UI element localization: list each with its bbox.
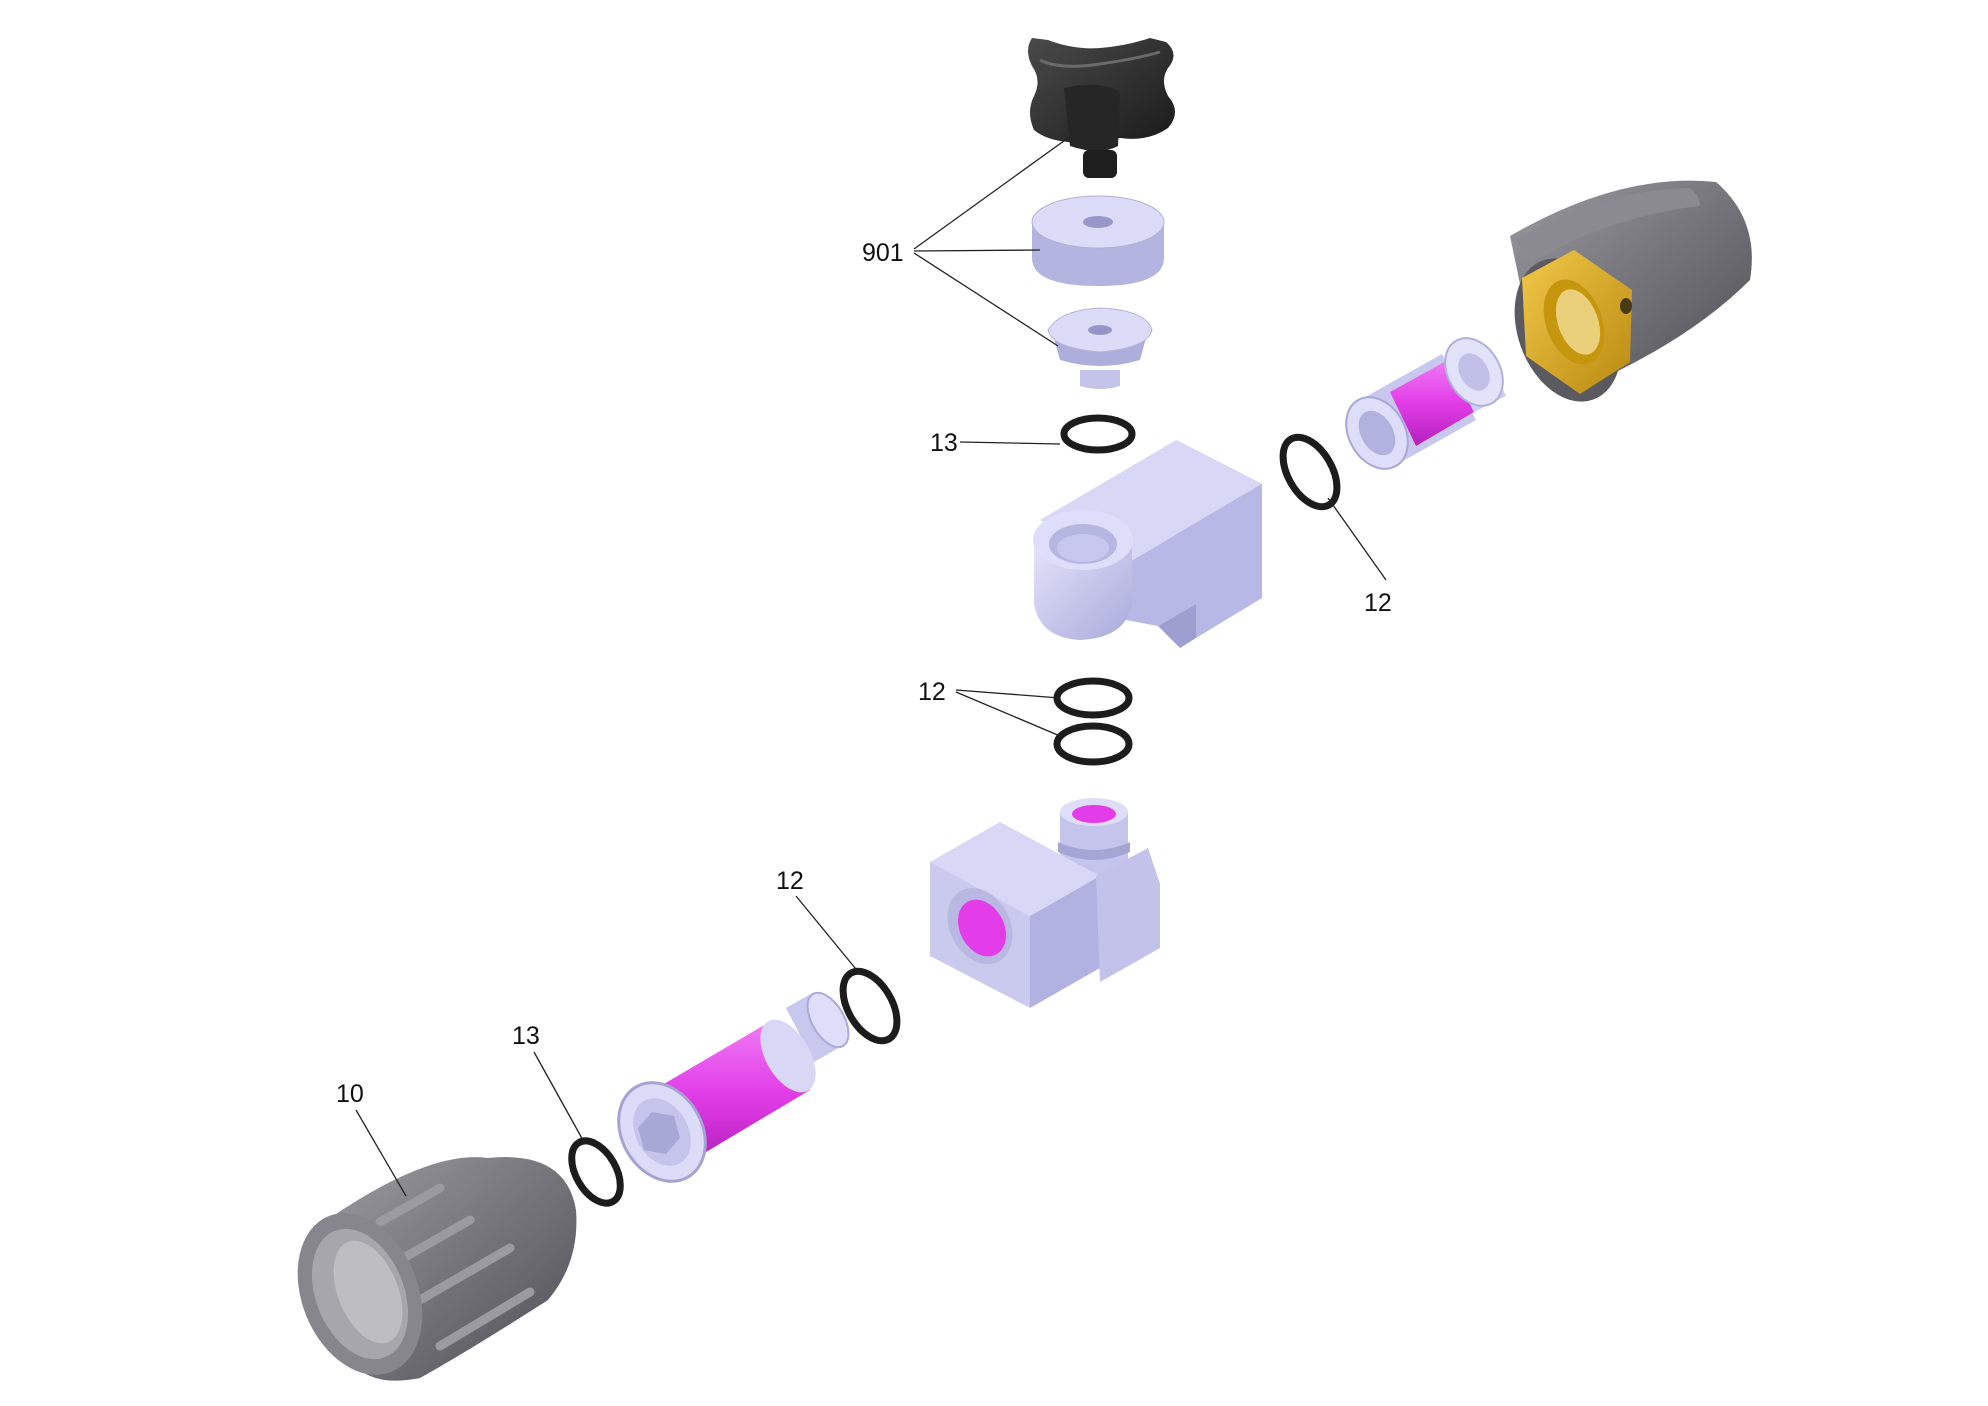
callout-12-middle: 12 bbox=[918, 678, 1061, 737]
straight-nipple bbox=[617, 991, 850, 1183]
knob-part bbox=[1028, 38, 1175, 178]
callout-13-top: 13 bbox=[930, 429, 1061, 457]
fitting-block bbox=[930, 798, 1160, 1008]
callout-label-13-top: 13 bbox=[930, 429, 958, 457]
callout-901: 901 bbox=[862, 137, 1069, 347]
callout-13-bottom: 13 bbox=[512, 1022, 585, 1143]
callout-label-12-lower: 12 bbox=[776, 867, 804, 895]
washer-part bbox=[1031, 195, 1165, 286]
callout-label-13-bottom: 13 bbox=[512, 1022, 540, 1050]
callout-12-lower: 12 bbox=[776, 867, 861, 975]
o-ring bbox=[1060, 414, 1136, 454]
callout-12-right: 12 bbox=[1327, 497, 1392, 617]
o-ring bbox=[1053, 677, 1133, 719]
elbow-block bbox=[1033, 440, 1262, 648]
o-ring bbox=[1279, 433, 1341, 511]
grip-nut bbox=[297, 1157, 577, 1381]
adapter-part bbox=[1047, 307, 1153, 389]
callout-label-12-right: 12 bbox=[1364, 589, 1392, 617]
union-nut bbox=[1510, 180, 1752, 402]
callout-label-12-middle: 12 bbox=[918, 678, 946, 706]
callout-10: 10 bbox=[336, 1080, 407, 1197]
o-ring bbox=[839, 967, 901, 1045]
callout-label-901: 901 bbox=[862, 239, 904, 267]
o-ring bbox=[568, 1137, 624, 1207]
o-ring bbox=[1053, 722, 1133, 766]
coupling-sleeve bbox=[1345, 337, 1506, 470]
callout-label-10: 10 bbox=[336, 1080, 364, 1108]
